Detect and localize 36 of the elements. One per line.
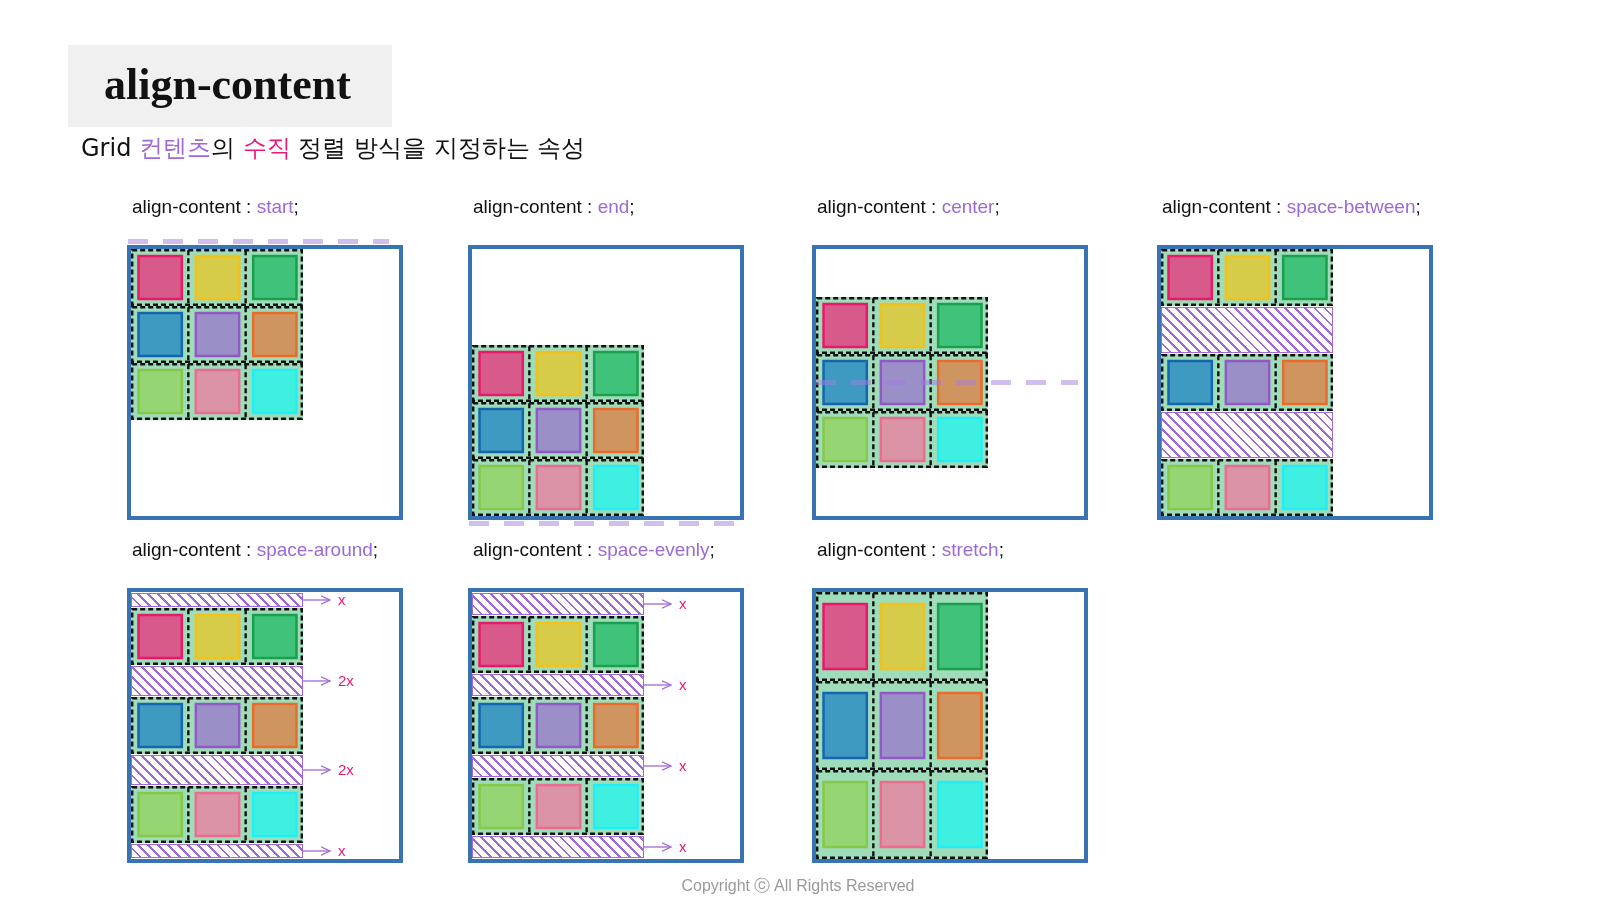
spacing-label: x [671,676,690,694]
arrow [643,599,672,609]
arrow [643,680,672,690]
arrow [302,846,331,856]
spacing-label: x [330,842,349,860]
subtitle: Grid 컨텐츠의 수직 정렬 방식을 지정하는 속성 [81,133,586,163]
spacing-label: x [671,757,690,775]
panel-heading: align-content : space-evenly; [473,538,716,562]
spacing-label: x [330,591,349,609]
arrow [302,676,331,686]
page-title: align-content [68,45,392,127]
panel-heading: align-content : center; [817,195,1001,219]
spacing-label: x [671,838,690,856]
panel-heading: align-content : end; [473,195,636,219]
panel-heading: align-content : space-around; [132,538,380,562]
hatched-band [131,755,303,785]
hatched-band [131,666,303,696]
panel-heading: align-content : start; [132,195,300,219]
hatched-band [472,836,644,858]
arrow [643,842,672,852]
hatched-band [472,593,644,615]
hatched-band [472,755,644,777]
hatched-band [472,674,644,696]
panel-heading: align-content : space-between; [1162,195,1422,219]
spacing-label: 2x [330,672,357,690]
hatched-band [1161,307,1333,353]
spacing-label: x [671,595,690,613]
panel-heading: align-content : stretch; [817,538,1005,562]
arrow [643,761,672,771]
arrow [302,765,331,775]
hatched-band [131,593,303,607]
spacing-label: 2x [330,761,357,779]
hatched-band [1161,412,1333,458]
arrow [302,595,331,605]
copyright-notice: Copyright ⓒ All Rights Reserved [681,876,915,896]
hatched-band [131,844,303,858]
